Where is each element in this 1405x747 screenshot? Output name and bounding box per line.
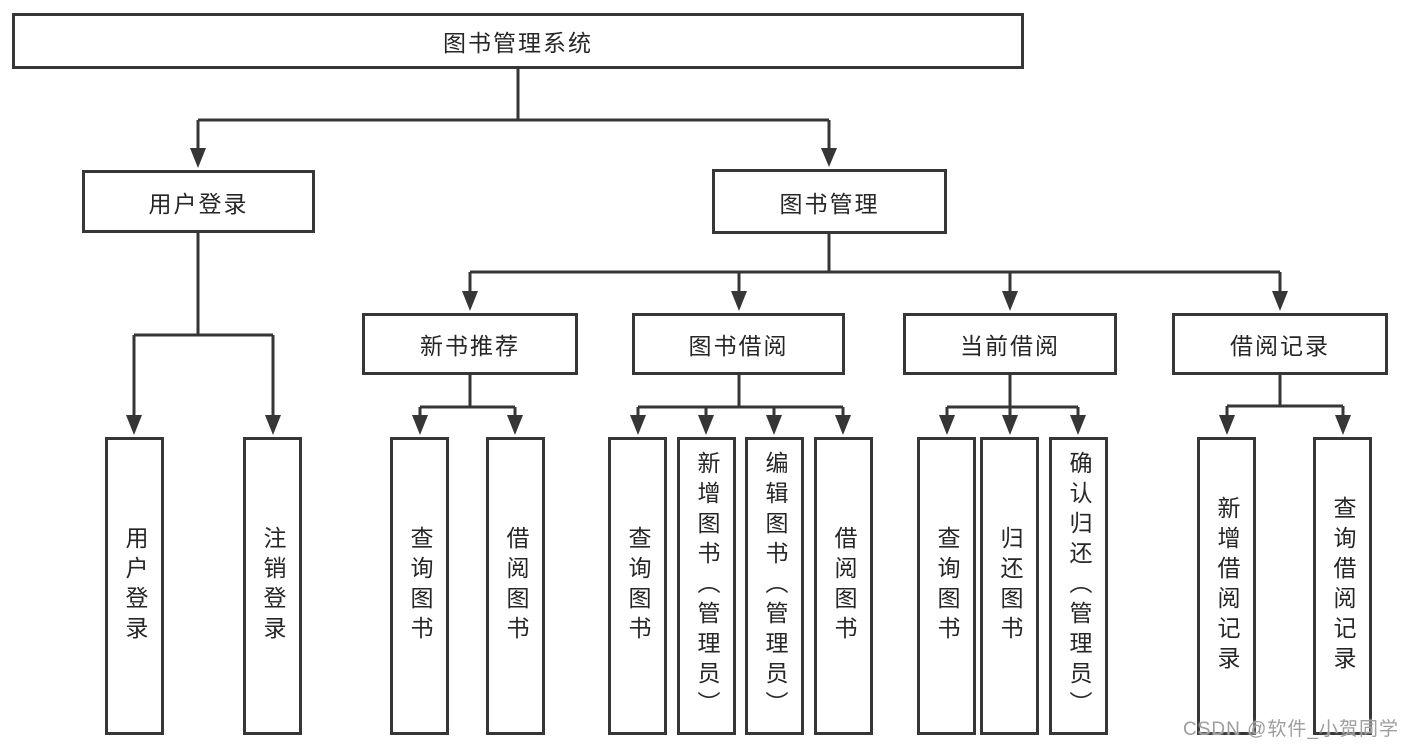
node-current-borrow: 当前借阅 <box>903 313 1117 375</box>
node-borrow-books-recommend: 借阅图书 <box>486 437 545 735</box>
node-add-borrow-record: 新增借阅记录 <box>1197 437 1256 735</box>
node-edit-books-admin: 编辑图书（管理员） <box>745 437 804 735</box>
connector-new-book-recommend <box>412 375 523 435</box>
node-add-books-admin: 新增图书（管理员） <box>677 437 736 735</box>
node-query-borrow-record: 查询借阅记录 <box>1313 437 1372 735</box>
node-return-books: 归还图书 <box>980 437 1039 735</box>
node-book-management: 图书管理 <box>712 169 947 234</box>
node-borrow-books-borrow: 借阅图书 <box>814 437 873 735</box>
node-user-login: 用户登录 <box>82 170 315 233</box>
connector-book-borrow <box>630 375 851 435</box>
node-borrow-records: 借阅记录 <box>1172 313 1388 375</box>
node-confirm-return-admin: 确认归还（管理员） <box>1049 437 1108 735</box>
csdn-watermark: CSDN @软件_小贺同学 <box>1183 719 1399 740</box>
connector-current-borrow <box>939 375 1086 435</box>
node-root-system: 图书管理系统 <box>12 13 1024 69</box>
node-login-user: 用户登录 <box>105 437 164 735</box>
node-book-borrow: 图书借阅 <box>632 313 845 375</box>
connector-root <box>190 69 837 168</box>
node-query-books-current: 查询图书 <box>917 437 976 735</box>
node-new-book-recommend: 新书推荐 <box>362 313 578 375</box>
connector-user-login <box>126 233 281 435</box>
node-logout: 注销登录 <box>243 437 302 735</box>
connector-borrow-records <box>1219 375 1351 435</box>
node-query-books-recommend: 查询图书 <box>390 437 449 735</box>
connector-book-management <box>462 234 1288 311</box>
node-query-books-borrow: 查询图书 <box>608 437 667 735</box>
